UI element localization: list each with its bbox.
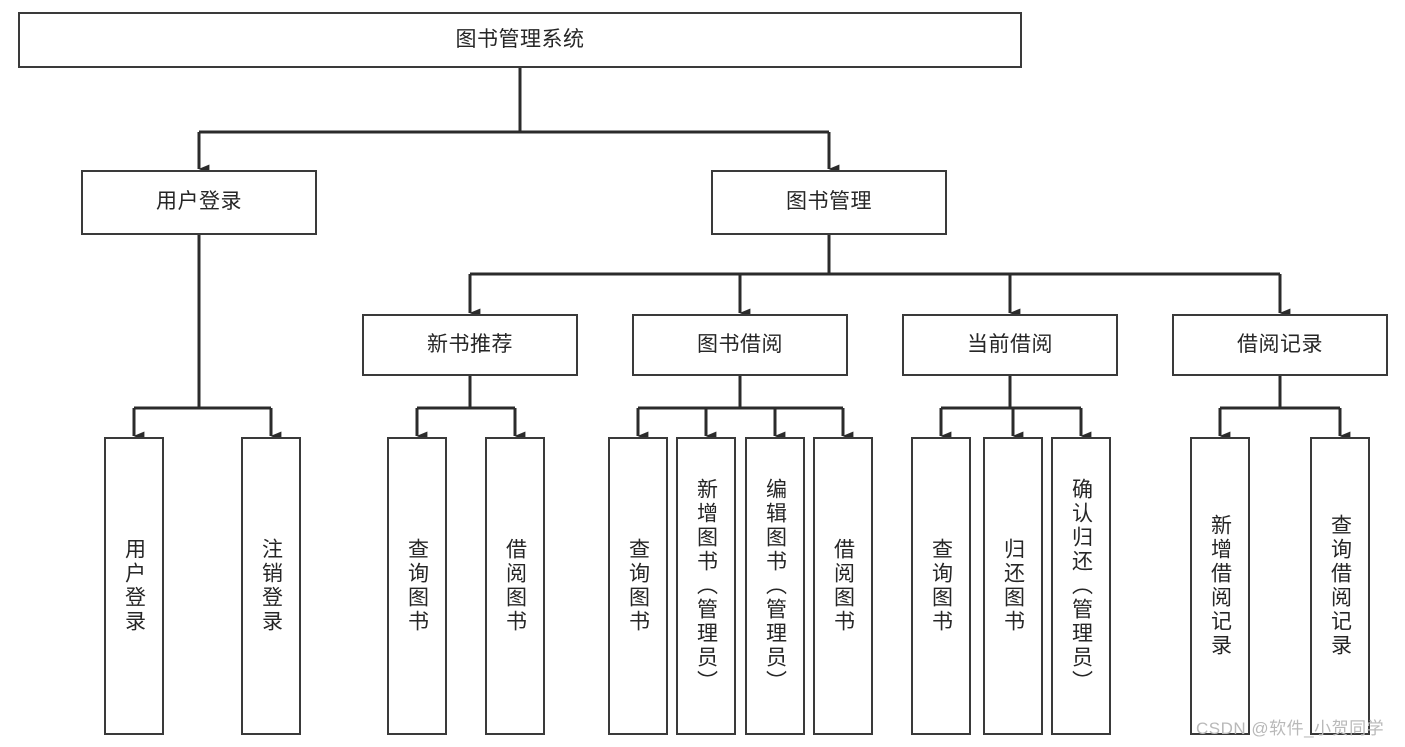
node-leaf-edit-book-admin-label: 编辑图书（管理员）	[763, 478, 787, 694]
node-leaf-logout-label: 注销登录	[259, 538, 283, 634]
node-leaf-add-borrow-record-label: 新增借阅记录	[1208, 514, 1232, 658]
node-leaf-edit-book-admin[interactable]: 编辑图书（管理员）	[745, 437, 805, 735]
node-current-borrow-label: 当前借阅	[967, 332, 1053, 356]
node-current-borrow[interactable]: 当前借阅	[902, 314, 1118, 376]
node-leaf-logout[interactable]: 注销登录	[241, 437, 301, 735]
node-borrow-record[interactable]: 借阅记录	[1172, 314, 1388, 376]
node-user-login-label: 用户登录	[156, 190, 242, 214]
node-leaf-return-book[interactable]: 归还图书	[983, 437, 1043, 735]
node-new-book-recommend-label: 新书推荐	[427, 332, 513, 356]
node-leaf-query-borrow-record[interactable]: 查询借阅记录	[1310, 437, 1370, 735]
node-leaf-add-book-admin[interactable]: 新增图书（管理员）	[676, 437, 736, 735]
node-leaf-query-borrow-record-label: 查询借阅记录	[1328, 514, 1352, 658]
node-new-book-recommend[interactable]: 新书推荐	[362, 314, 578, 376]
node-leaf-query-book-2-label: 查询图书	[626, 538, 650, 634]
node-leaf-query-book-3-label: 查询图书	[929, 538, 953, 634]
node-root-label: 图书管理系统	[455, 27, 585, 51]
node-book-manage-label: 图书管理	[786, 190, 872, 214]
node-leaf-user-login-label: 用户登录	[122, 538, 146, 634]
node-leaf-query-book-1-label: 查询图书	[405, 538, 429, 634]
node-leaf-borrow-book-1-label: 借阅图书	[503, 538, 527, 634]
node-root[interactable]: 图书管理系统	[18, 12, 1022, 68]
node-leaf-borrow-book-2[interactable]: 借阅图书	[813, 437, 873, 735]
node-leaf-user-login[interactable]: 用户登录	[104, 437, 164, 735]
node-leaf-query-book-1[interactable]: 查询图书	[387, 437, 447, 735]
node-leaf-query-book-2[interactable]: 查询图书	[608, 437, 668, 735]
node-book-borrow-label: 图书借阅	[697, 332, 783, 356]
node-user-login[interactable]: 用户登录	[81, 170, 317, 235]
node-leaf-add-book-admin-label: 新增图书（管理员）	[694, 478, 718, 694]
node-book-borrow[interactable]: 图书借阅	[632, 314, 848, 376]
node-leaf-query-book-3[interactable]: 查询图书	[911, 437, 971, 735]
node-leaf-borrow-book-2-label: 借阅图书	[831, 538, 855, 634]
node-leaf-confirm-return-admin[interactable]: 确认归还（管理员）	[1051, 437, 1111, 735]
node-borrow-record-label: 借阅记录	[1237, 332, 1323, 356]
node-leaf-return-book-label: 归还图书	[1001, 538, 1025, 634]
node-leaf-confirm-return-admin-label: 确认归还（管理员）	[1069, 478, 1093, 694]
node-leaf-borrow-book-1[interactable]: 借阅图书	[485, 437, 545, 735]
node-book-manage[interactable]: 图书管理	[711, 170, 947, 235]
node-leaf-add-borrow-record[interactable]: 新增借阅记录	[1190, 437, 1250, 735]
csdn-watermark: CSDN @软件_小贺同学	[1196, 719, 1385, 738]
